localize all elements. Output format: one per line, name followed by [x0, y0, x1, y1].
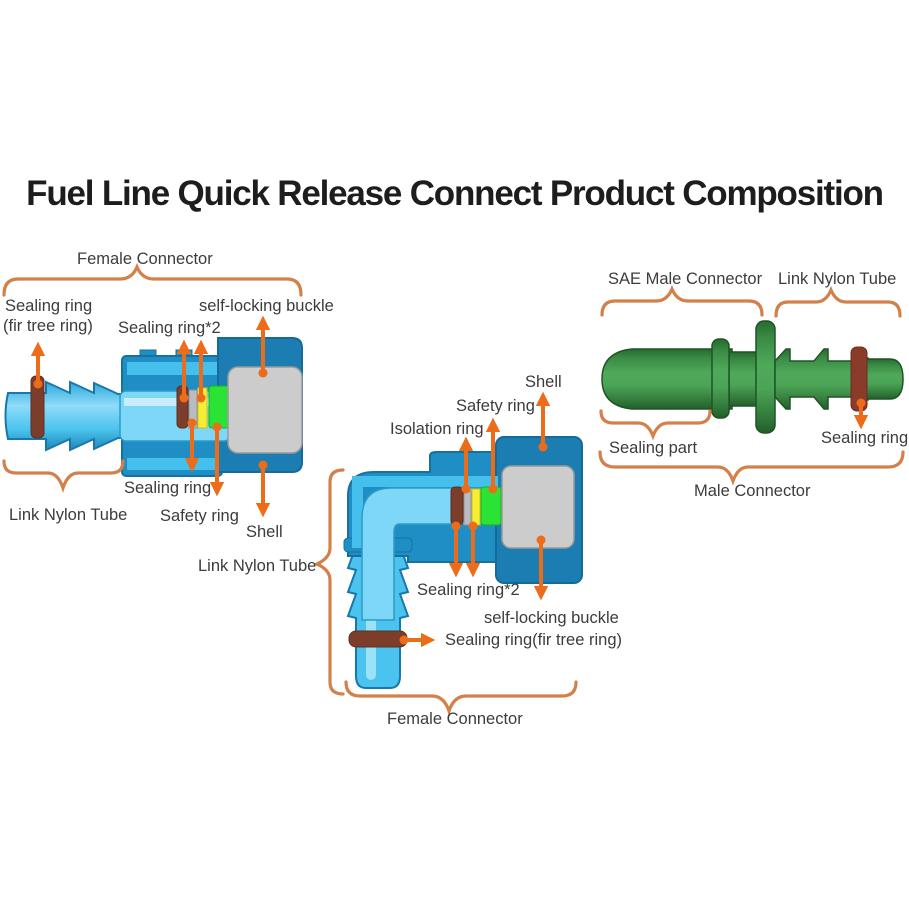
- straight-shell-label: Shell: [246, 523, 283, 541]
- straight-shell: [227, 366, 303, 454]
- male-main-cylinder: [601, 348, 733, 410]
- straight-self-locking-label: self-locking buckle: [199, 297, 334, 315]
- elbow-arrows: [399, 391, 551, 648]
- elbow-sealing-ring-x2-label: Sealing ring*2: [417, 581, 520, 599]
- straight-safety-ring-label: Safety ring: [160, 507, 239, 525]
- elbow-sealing-ring-a: [450, 486, 464, 526]
- elbow-connector-label: Female Connector: [387, 710, 523, 728]
- male-small-flange: [711, 338, 730, 419]
- straight-connector-label: Female Connector: [77, 250, 213, 268]
- straight-sealing-ring-x2-label: Sealing ring*2: [118, 319, 221, 337]
- elbow-braces: [313, 468, 578, 717]
- straight-link-nylon-tube-label: Link Nylon Tube: [9, 506, 128, 524]
- elbow-shell-label: Shell: [525, 373, 562, 391]
- straight-sealing-ring-label: Sealing ring: [124, 479, 212, 497]
- male-sae-label: SAE Male Connector: [608, 270, 763, 288]
- male-connector-label: Male Connector: [694, 482, 811, 500]
- elbow-fir-ring-label: Sealing ring(fir tree ring): [445, 631, 622, 649]
- elbow-shell: [501, 465, 575, 549]
- male-large-flange: [755, 320, 776, 434]
- straight-fir-ring-label-line2: (fir tree ring): [3, 317, 93, 335]
- elbow-sealing-ring-b: [471, 488, 481, 526]
- elbow-safety-ring-label: Safety ring: [456, 397, 535, 415]
- straight-barb-tube: [4, 380, 123, 452]
- elbow-fir-tree-ring: [348, 630, 408, 648]
- male-barb-section: [774, 348, 869, 410]
- male-braces: [598, 284, 905, 486]
- page-title: Fuel Line Quick Release Connect Product …: [26, 174, 884, 213]
- elbow-female-connector: [313, 391, 583, 717]
- male-connector: [598, 284, 905, 486]
- straight-braces: [2, 262, 303, 494]
- male-tip: [865, 358, 904, 400]
- straight-female-connector: [2, 262, 303, 518]
- elbow-isolation-ring-label: Isolation ring: [390, 420, 484, 438]
- male-sealing-part-label: Sealing part: [609, 439, 698, 457]
- elbow-isolation-ring: [463, 490, 472, 526]
- male-sealing-ring-label: Sealing ring: [821, 429, 909, 447]
- elbow-self-locking-label: self-locking buckle: [484, 609, 619, 627]
- straight-safety-ring: [208, 385, 230, 429]
- elbow-link-nylon-tube-label: Link Nylon Tube: [198, 557, 317, 575]
- male-arrows: [853, 398, 869, 430]
- straight-arrows: [30, 315, 271, 518]
- male-link-nylon-tube-label: Link Nylon Tube: [778, 270, 897, 288]
- straight-fir-ring-label-line1: Sealing ring: [5, 297, 93, 315]
